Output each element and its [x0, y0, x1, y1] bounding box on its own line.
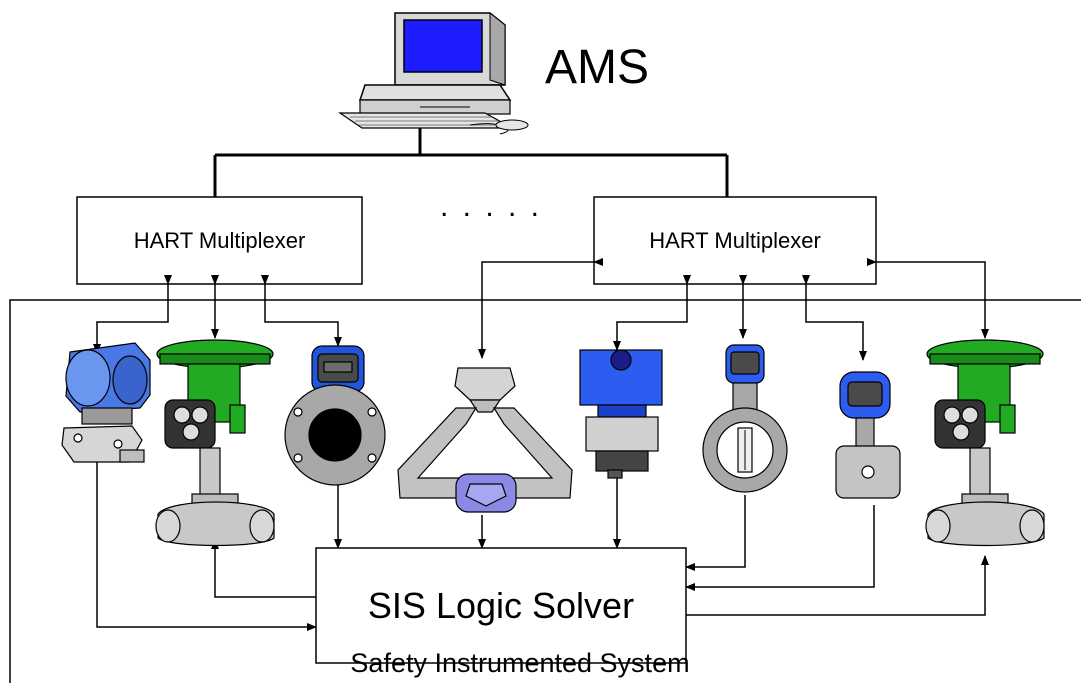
hart-multiplexer-right — [593, 196, 877, 285]
level-transmitter-icon — [835, 371, 901, 499]
magnetic-flowmeter-icon — [284, 345, 386, 486]
control-valve-icon — [925, 339, 1045, 547]
hart-multiplexer-label-left: HART Multiplexer — [133, 228, 306, 253]
sis-wiring-arrows — [96, 462, 989, 631]
pressure-transmitter-icon — [61, 342, 151, 463]
control-valve-icon — [155, 339, 275, 547]
sis-logic-solver-label: SIS Logic Solver — [367, 585, 635, 626]
computer-icon — [338, 11, 529, 135]
sis-logic-solver-box — [315, 547, 687, 664]
ellipsis: . . . . . — [440, 190, 543, 223]
sis-boundary — [9, 299, 1081, 683]
hart-connection-arrows — [93, 258, 989, 361]
hart-multiplexer-left — [76, 196, 363, 285]
vortex-flowmeter-icon — [702, 344, 788, 493]
hart-multiplexer-label-right: HART Multiplexer — [649, 228, 821, 253]
ams-network-lines — [213, 128, 729, 197]
safety-instrumented-system-label: Safety Instrumented System — [350, 648, 690, 678]
coriolis-flowmeter-icon — [397, 367, 573, 513]
ams-label: AMS — [545, 41, 650, 94]
valve-controller-icon — [579, 349, 663, 479]
